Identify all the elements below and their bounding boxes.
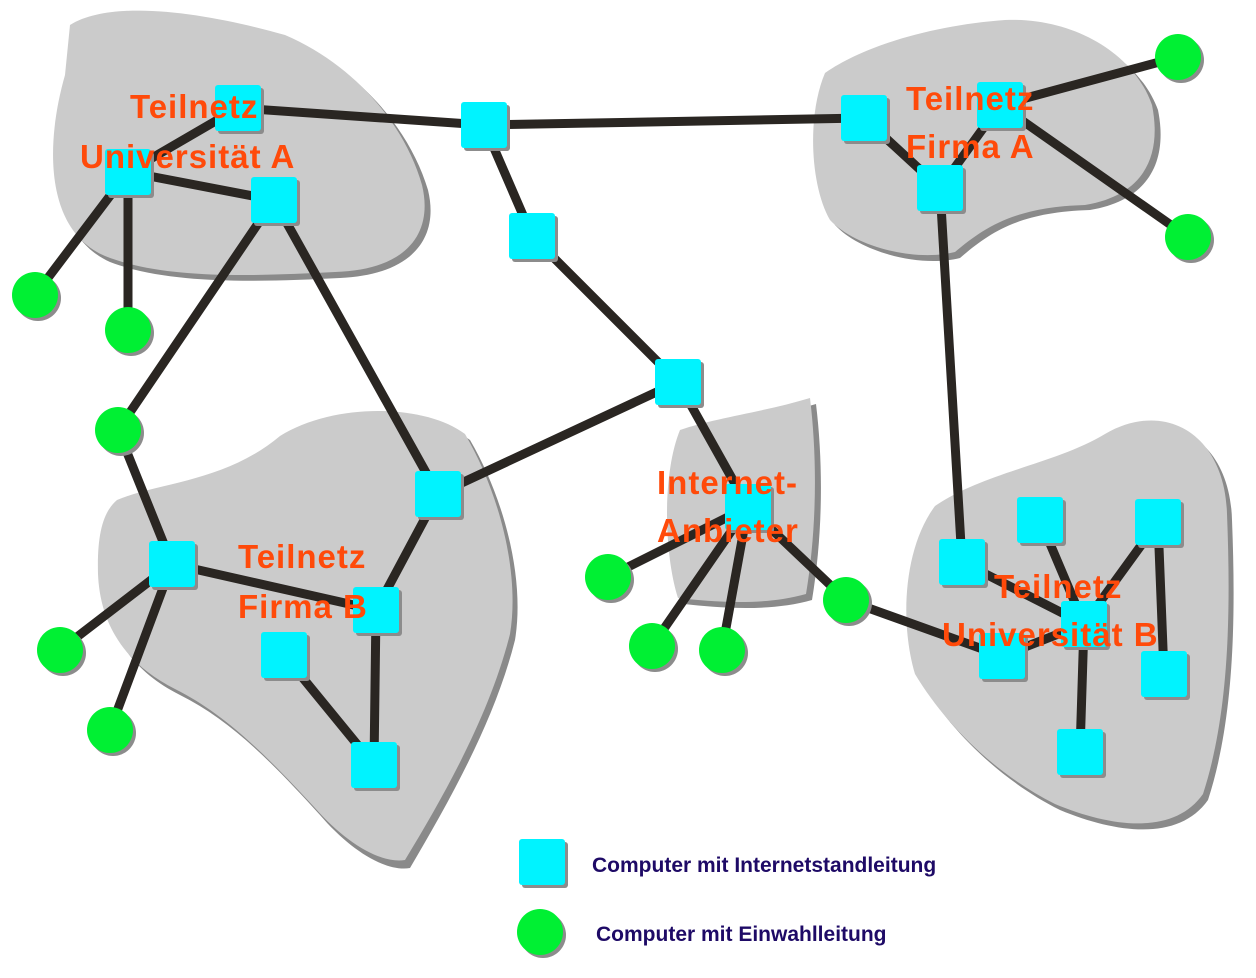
leased-node — [1141, 651, 1190, 700]
leased-node — [215, 85, 264, 134]
leased-node — [1135, 499, 1184, 548]
region-labels: Teilnetz Universität A Teilnetz Firma A … — [80, 80, 1159, 653]
dialup-node — [1155, 34, 1204, 83]
dialup-node — [87, 707, 136, 756]
leased-node — [1057, 729, 1106, 778]
dialup-node — [1165, 214, 1214, 263]
leased-node — [1017, 497, 1066, 546]
dialup-node — [105, 307, 154, 356]
dialup-node — [95, 407, 144, 456]
legend-circle-icon — [517, 909, 566, 958]
label-isp-line2: Anbieter — [657, 512, 799, 549]
leased-node — [461, 102, 510, 151]
link — [995, 52, 1183, 110]
label-uni-a-line1: Teilnetz — [130, 88, 258, 125]
label-firma-b-line2: Firma B — [238, 588, 368, 625]
leased-node — [351, 742, 400, 791]
label-firma-a-line1: Teilnetz — [906, 80, 1034, 117]
leased-node — [841, 95, 890, 144]
label-uni-b-line2: Universität B — [942, 616, 1159, 653]
leased-node — [251, 177, 300, 226]
leased-node — [725, 484, 774, 533]
link — [433, 377, 683, 499]
link — [479, 113, 869, 130]
region-firma-a — [813, 19, 1155, 256]
label-uni-b-line1: Teilnetz — [994, 568, 1122, 605]
label-isp-line1: Internet- — [657, 464, 798, 501]
link — [105, 559, 177, 735]
link — [167, 559, 381, 615]
dialup-node — [37, 627, 86, 676]
link — [995, 100, 1193, 242]
dialup-node — [823, 577, 872, 626]
leased-node — [939, 539, 988, 588]
legend: Computer mit Internetstandleitung Comput… — [517, 839, 936, 958]
leased-node — [977, 82, 1026, 131]
link — [841, 595, 1007, 661]
leased-node — [917, 165, 966, 214]
legend-label-standleitung: Computer mit Internetstandleitung — [592, 854, 936, 877]
label-firma-a-line2: Firma A — [906, 128, 1035, 165]
legend-label-einwahl: Computer mit Einwahlleitung — [596, 923, 887, 946]
link — [603, 502, 753, 582]
leased-node — [1061, 601, 1110, 650]
leased-node — [509, 213, 558, 262]
leased-node — [105, 149, 154, 198]
link — [233, 103, 489, 130]
link — [113, 195, 279, 435]
legend-square-icon — [519, 839, 568, 888]
leased-node — [655, 359, 704, 408]
dialup-node — [12, 272, 61, 321]
link — [269, 195, 443, 499]
dialup-nodes — [12, 34, 1214, 756]
dialup-node — [699, 627, 748, 676]
dialup-node — [629, 623, 678, 672]
link — [935, 183, 967, 567]
leased-node — [353, 587, 402, 636]
leased-node — [415, 471, 464, 520]
leased-line-nodes — [105, 82, 1190, 791]
label-firma-b-line1: Teilnetz — [238, 538, 366, 575]
leased-node — [149, 541, 198, 590]
label-uni-a-line2: Universität A — [80, 138, 295, 175]
region-uni-a — [53, 10, 425, 276]
leased-node — [261, 632, 310, 681]
leased-node — [979, 633, 1028, 682]
dialup-node — [585, 554, 634, 603]
